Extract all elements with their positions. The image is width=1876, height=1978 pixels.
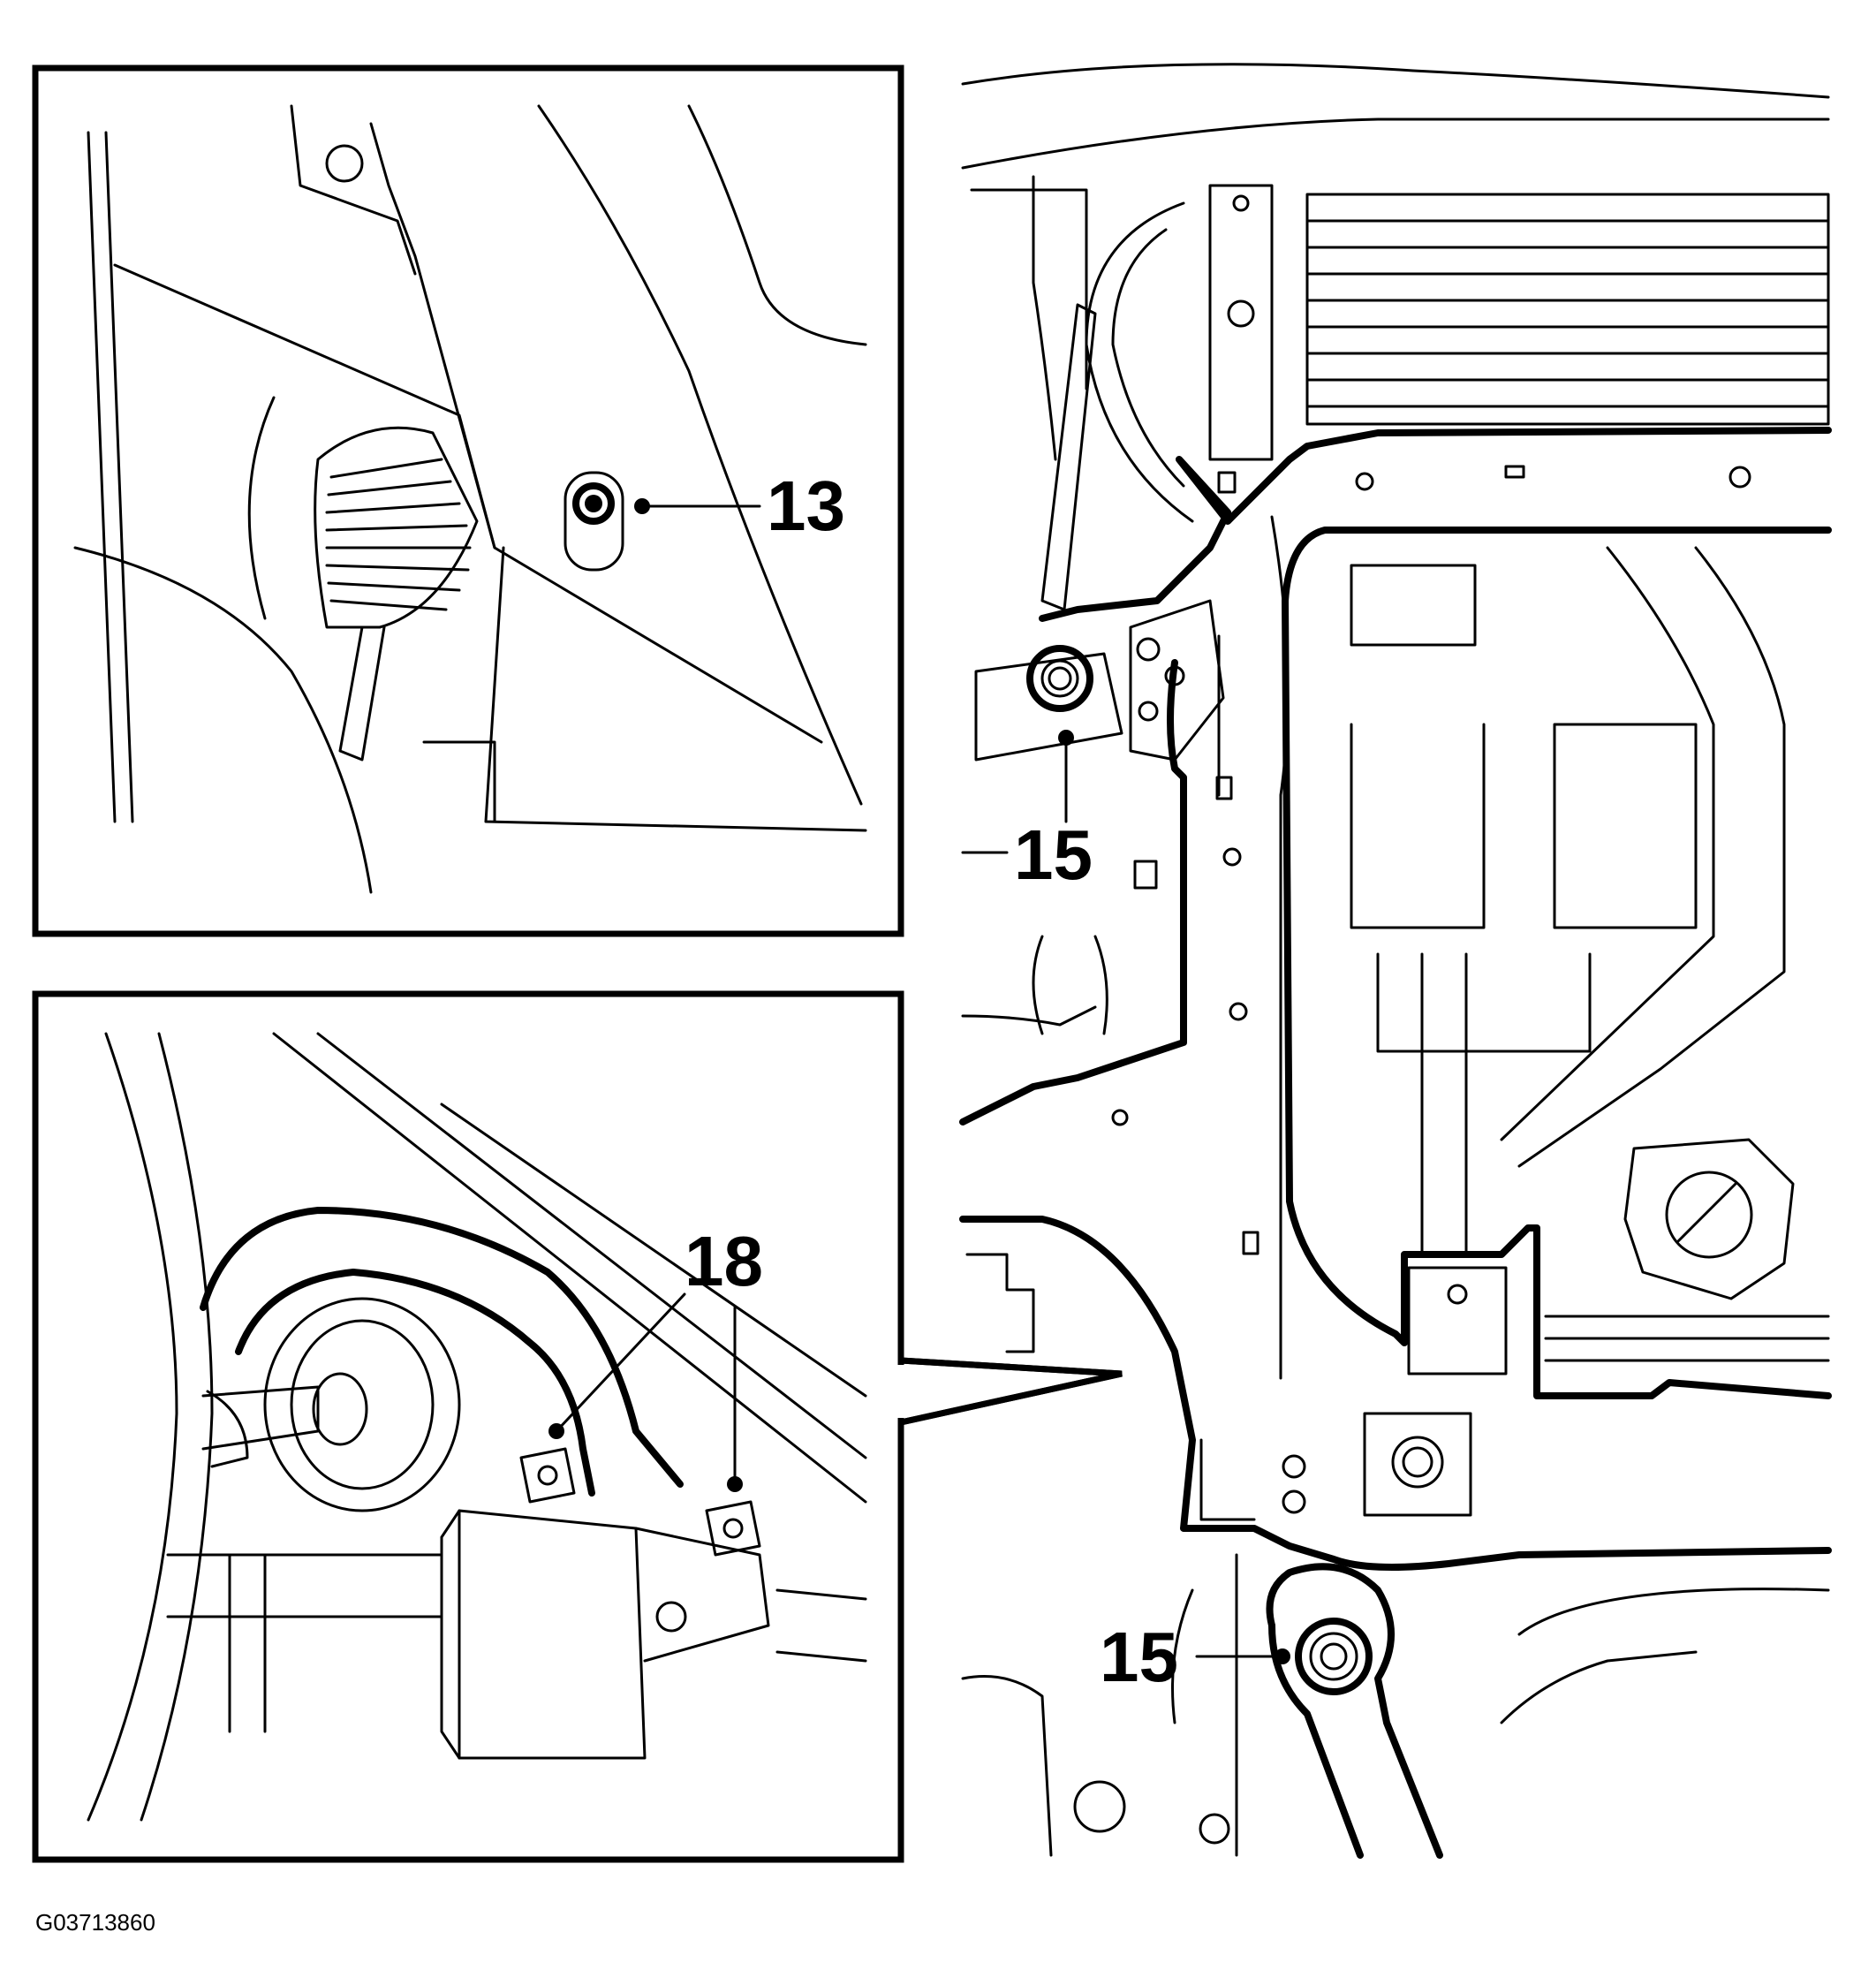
pipe-left-2 xyxy=(104,131,134,823)
callout-15-lower: 15 xyxy=(1100,1618,1178,1696)
wheelhouse-contour-2 xyxy=(687,104,867,346)
pipe-left xyxy=(87,131,117,823)
bushing-block xyxy=(440,1509,770,1760)
wheel-arc xyxy=(73,546,373,894)
subframe-outline xyxy=(959,427,1832,1571)
panel-edge xyxy=(369,122,496,549)
upper-subframe-mount xyxy=(974,175,1225,762)
engine-mount-disc xyxy=(1623,1138,1795,1300)
bolt-13 xyxy=(564,471,624,572)
cv-joint xyxy=(201,1297,461,1512)
stabilizer-bar-inner xyxy=(1500,546,1715,1141)
left-bracket xyxy=(965,1253,1035,1353)
frame-diag-3 xyxy=(440,1103,867,1398)
rear-mount-block xyxy=(1199,1412,1472,1521)
inset-lower: 18 xyxy=(32,990,1123,1863)
stabilizer-link xyxy=(200,1207,684,1488)
lower-hole xyxy=(1073,1780,1126,1833)
bolts-18 xyxy=(519,1447,761,1557)
leader-line-18a xyxy=(555,1292,686,1433)
frame-rail-left xyxy=(1270,515,1290,1380)
lower-bracket xyxy=(422,740,496,823)
inset-lower-frame xyxy=(32,990,904,1863)
hose-upper xyxy=(1085,201,1194,523)
steering-boot xyxy=(314,426,479,629)
wheel-arc-lower xyxy=(87,1032,178,1822)
main-subframe-view xyxy=(959,63,1832,1859)
engine-block-detail xyxy=(1350,564,1698,1376)
callout-15-upper: 15 xyxy=(1014,815,1093,894)
figure-id: G03713860 xyxy=(35,1909,155,1936)
arm-edges xyxy=(775,1588,867,1663)
frame-diag-1 xyxy=(272,1032,867,1504)
bumper-contour xyxy=(961,63,1830,99)
arm-bolt xyxy=(655,1601,687,1633)
upper-bracket xyxy=(290,104,417,276)
inset-upper: 13 xyxy=(32,64,904,937)
wheel-arc-lower-2 xyxy=(140,1032,214,1822)
upper-bracket-hole xyxy=(325,144,364,183)
body-edge xyxy=(970,188,1088,390)
bumper-lower-contour xyxy=(961,117,1830,170)
lower-right-contour xyxy=(1500,1588,1830,1724)
frame-holes xyxy=(1111,465,1751,1255)
callout-15-lower-group: 15 xyxy=(1100,1618,1290,1696)
lower-control-arm xyxy=(1266,1563,1443,1859)
hose-upper-inner xyxy=(1111,228,1185,488)
lower-body-contour xyxy=(961,1675,1053,1857)
lower-hole-small xyxy=(1199,1813,1230,1845)
callout-18: 18 xyxy=(685,1222,763,1300)
wheelhouse-contour xyxy=(537,104,863,806)
radiator xyxy=(1305,193,1830,426)
stabilizer-bar xyxy=(1517,546,1786,1168)
callout-15-upper-group: 15 xyxy=(961,730,1093,894)
callout-13: 13 xyxy=(767,466,845,545)
radiator-bracket xyxy=(1208,184,1274,461)
bracket-plate xyxy=(484,546,867,832)
stabilizer-link-inner xyxy=(235,1269,595,1497)
lower-frame-edge xyxy=(1171,1553,1238,1857)
tie-rod xyxy=(338,625,386,762)
lower-grille xyxy=(1544,1315,1830,1362)
frame-diag-2 xyxy=(316,1032,867,1459)
brake-line-bracket xyxy=(961,935,1108,1035)
rack-housing xyxy=(247,396,276,620)
lower-arm-lines xyxy=(166,1553,443,1733)
